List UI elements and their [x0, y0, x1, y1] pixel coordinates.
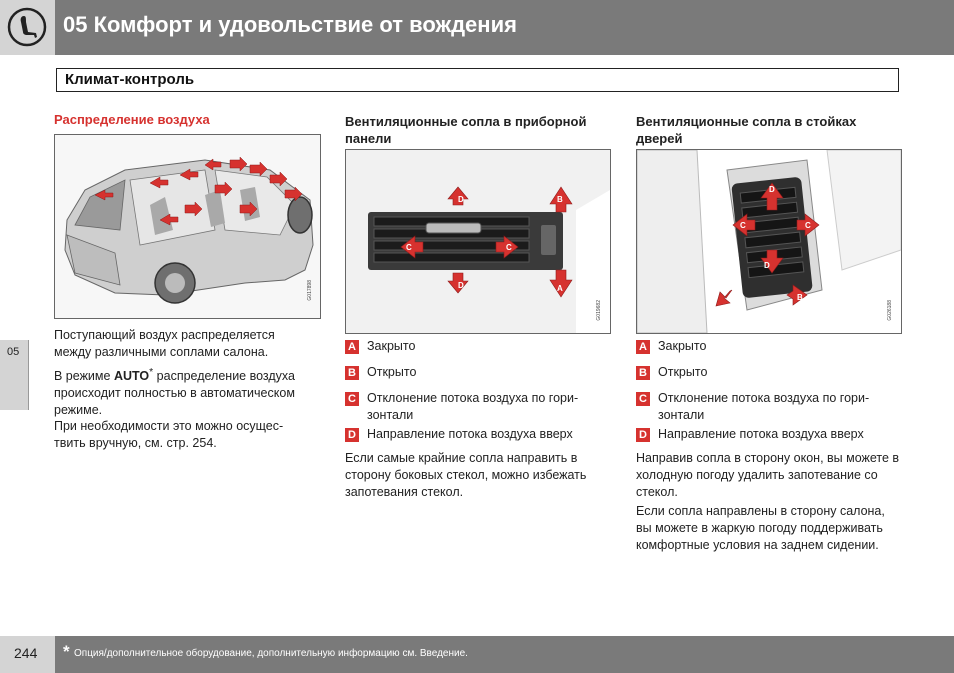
legend-key-badge: D	[345, 428, 359, 442]
door-pillar-vent-figure: D D C C A B G026188	[636, 149, 902, 334]
legend-text: Закрыто	[658, 339, 707, 353]
footer-bar	[0, 636, 954, 673]
auto-paragraph-text: распределение воздуха происходит полност…	[54, 369, 295, 418]
car-air-distribution-figure: G017898	[54, 134, 321, 319]
section-title-box: Климат-контроль	[56, 68, 899, 92]
middle-paragraph-1: Если самые крайние сопла направить в сто…	[345, 451, 587, 499]
legend-key-badge: B	[636, 366, 650, 380]
left-paragraph-auto: В режиме AUTO* распределение воздуха про…	[54, 364, 314, 419]
svg-text:D: D	[458, 281, 464, 290]
middle-column-heading: Вентиляционные сопла в приборной панели	[345, 114, 587, 146]
svg-text:C: C	[805, 221, 811, 230]
svg-text:C: C	[406, 243, 412, 252]
svg-text:B: B	[797, 293, 803, 302]
chapter-side-tab-label: 05	[7, 346, 20, 358]
auto-prefix: В режиме	[54, 369, 114, 384]
footnote-text: Опция/дополнительное оборудование, допол…	[74, 648, 468, 659]
door-pillar-vent-illustration: D D C C A B	[637, 150, 901, 333]
right-column-heading: Вентиляционные сопла в стойках дверей	[636, 114, 857, 146]
legend-key-badge: A	[636, 340, 650, 354]
page-number: 244	[14, 645, 38, 661]
footnote-star: *	[63, 642, 70, 661]
svg-text:D: D	[764, 261, 770, 270]
legend-text: Направление потока воздуха вверх	[367, 427, 573, 441]
car-illustration	[55, 135, 320, 318]
legend-key-badge: A	[345, 340, 359, 354]
left-paragraph-3: При необходимости это можно осущес-твить…	[54, 419, 284, 450]
right-paragraph-1: Направив сопла в сторону окон, вы можете…	[636, 451, 900, 499]
dashboard-vent-illustration: D D C C B A	[346, 150, 610, 333]
figure-code: G019682	[596, 300, 602, 321]
right-paragraph-2: Если сопла направлены в сторону салона, …	[636, 504, 885, 552]
section-title: Климат-контроль	[65, 71, 195, 88]
legend-text: Направление потока воздуха вверх	[658, 427, 864, 441]
chapter-icon-box	[0, 0, 55, 55]
legend-text: Отклонение потока воздуха по гори-зонтал…	[367, 391, 579, 422]
legend-key-badge: C	[345, 392, 359, 406]
legend-text: Отклонение потока воздуха по гори-зонтал…	[658, 391, 870, 422]
svg-text:C: C	[740, 221, 746, 230]
svg-text:D: D	[769, 185, 775, 194]
svg-text:A: A	[717, 281, 723, 290]
figure-code: G017898	[307, 280, 313, 301]
legend-key-badge: C	[636, 392, 650, 406]
left-paragraph-1: Поступающий воздух распределяется между …	[54, 328, 275, 359]
figure-code: G026188	[887, 300, 893, 321]
svg-text:B: B	[557, 195, 563, 204]
svg-text:D: D	[458, 195, 464, 204]
legend-key-badge: B	[345, 366, 359, 380]
dashboard-vent-figure: D D C C B A G019682	[345, 149, 611, 334]
legend-key-badge: D	[636, 428, 650, 442]
svg-text:C: C	[506, 243, 512, 252]
seat-icon	[7, 7, 47, 47]
chapter-header-bar	[0, 0, 954, 55]
legend-text: Закрыто	[367, 339, 416, 353]
svg-text:A: A	[557, 284, 563, 293]
left-column-heading: Распределение воздуха	[54, 112, 210, 127]
page-number-box: 244	[0, 636, 55, 673]
chapter-title: 05 Комфорт и удовольствие от вождения	[63, 12, 517, 37]
chapter-side-tab[interactable]: 05	[0, 340, 29, 410]
auto-option-star: *	[149, 367, 154, 378]
legend-text: Открыто	[658, 365, 708, 379]
legend-text: Открыто	[367, 365, 417, 379]
auto-mode-word: AUTO	[113, 369, 150, 384]
